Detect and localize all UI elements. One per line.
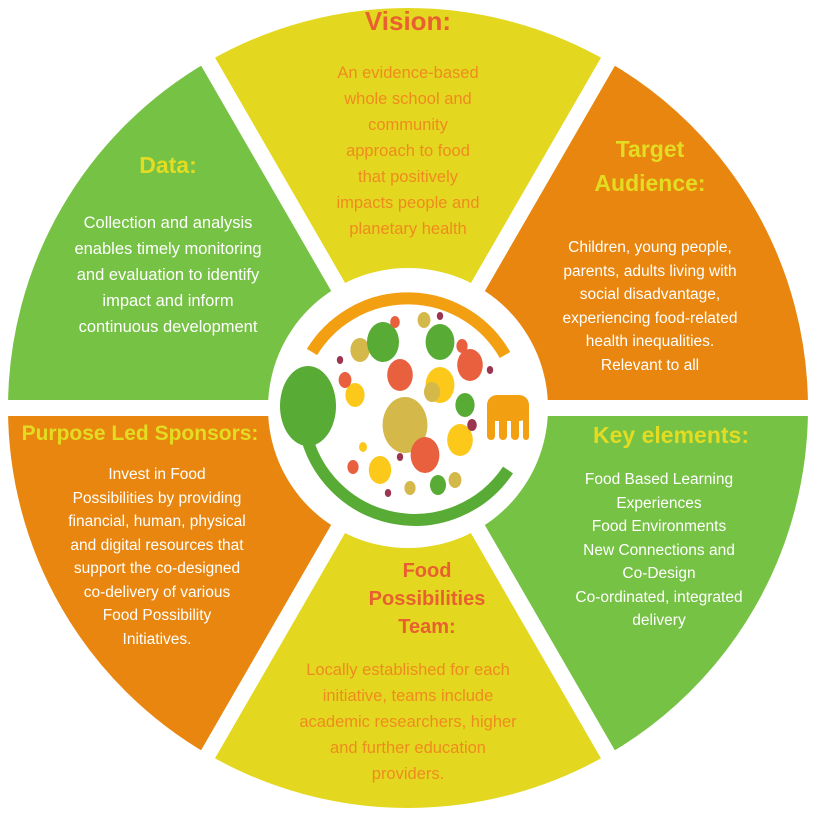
team-title: Food Possibilities Team: — [368, 560, 486, 638]
sector-vision — [193, 0, 623, 425]
target-title: Target Audience: — [594, 136, 706, 196]
segment-vision: Vision: An evidence-based whole school a… — [280, 4, 536, 242]
data-body: Collection and analysis enables timely m… — [74, 214, 262, 336]
leaf-shape — [425, 324, 455, 360]
leaf-shape — [430, 475, 446, 495]
leaf-shape — [436, 312, 444, 320]
leaf-shape — [404, 481, 416, 495]
key-title: Key elements: — [593, 422, 749, 448]
leaf-shape — [336, 356, 344, 364]
leaf-shape — [417, 312, 431, 328]
target-body: Children, young people, parents, adults … — [562, 239, 738, 374]
leaf-shape — [338, 372, 352, 388]
sponsors-body: Invest in Food Possibilities by providin… — [68, 466, 246, 648]
leaf-shape — [359, 442, 367, 452]
leaf-shape — [467, 419, 477, 431]
segment-target-audience: Target Audience: Children, young people,… — [530, 132, 770, 377]
team-body: Locally established for each initiative,… — [299, 661, 517, 783]
leaf-shape — [387, 359, 413, 391]
leaf-shape — [448, 472, 462, 488]
leaf-shape — [368, 456, 392, 484]
segment-purpose-led-sponsors: Purpose Led Sponsors: Invest in Food Pos… — [6, 417, 274, 651]
leaf-shape — [455, 393, 475, 417]
sector-team — [193, 392, 623, 817]
leaf-shape — [456, 339, 468, 353]
sponsors-title: Purpose Led Sponsors: — [21, 422, 259, 445]
leaf-shape — [447, 424, 473, 456]
leaf-shape — [384, 489, 392, 497]
segment-key-elements: Key elements: Food Based Learning Experi… — [540, 418, 802, 633]
leaf-shape — [345, 383, 365, 407]
plate-spoon-fork-logo-icon — [280, 292, 529, 526]
vision-body: An evidence-based whole school and commu… — [336, 64, 480, 238]
leaf-shape — [347, 460, 359, 474]
leaf-shape — [390, 316, 400, 328]
leaf-shape — [424, 382, 440, 402]
leaf-shape — [382, 397, 428, 453]
leaf-shape — [367, 322, 399, 362]
leaf-shape — [457, 349, 483, 381]
segment-food-possibilities-team: Food Possibilities Team: Locally establi… — [268, 557, 548, 787]
leaf-shape — [350, 338, 370, 362]
segment-data: Data: Collection and analysis enables ti… — [48, 148, 288, 340]
key-body: Food Based Learning Experiences Food Env… — [575, 471, 743, 629]
leaf-shape — [486, 366, 494, 374]
vision-title: Vision: — [364, 6, 452, 36]
data-title: Data: — [139, 152, 197, 178]
leaf-shape — [410, 437, 440, 473]
leaf-shape — [396, 453, 404, 461]
